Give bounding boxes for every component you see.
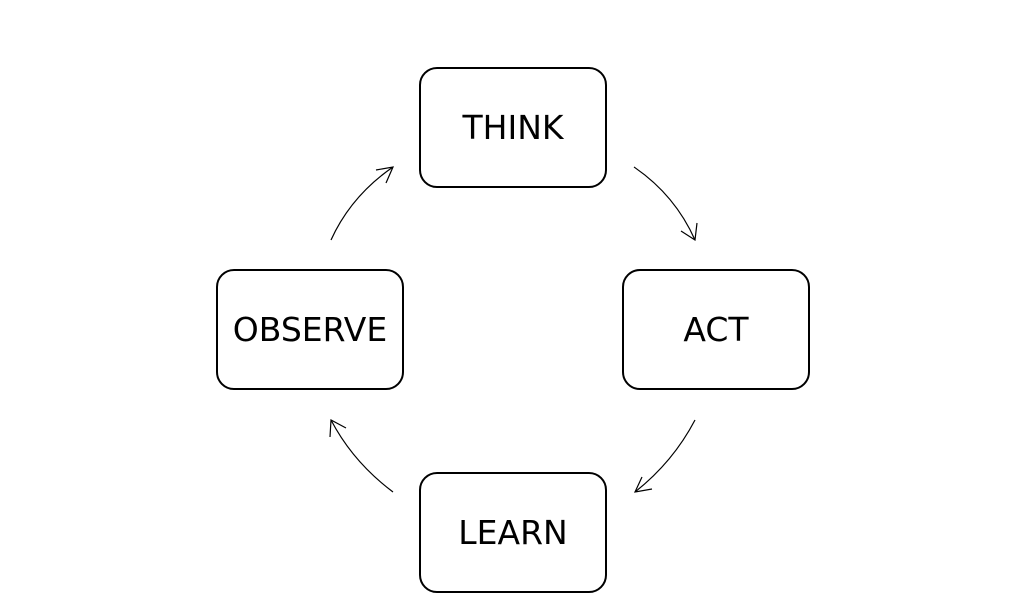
node-think-label: THINK — [462, 108, 564, 147]
node-learn-label: LEARN — [458, 513, 568, 552]
node-act-label: ACT — [683, 310, 749, 349]
arrow-think-to-act — [633, 166, 698, 242]
node-learn: LEARN — [419, 472, 607, 593]
node-think: THINK — [419, 67, 607, 188]
node-observe: OBSERVE — [216, 269, 404, 390]
node-observe-label: OBSERVE — [232, 310, 388, 349]
node-act: ACT — [622, 269, 810, 390]
arrow-observe-to-think — [330, 166, 394, 241]
arrow-learn-to-observe — [329, 419, 394, 493]
arrow-act-to-learn — [633, 419, 696, 493]
